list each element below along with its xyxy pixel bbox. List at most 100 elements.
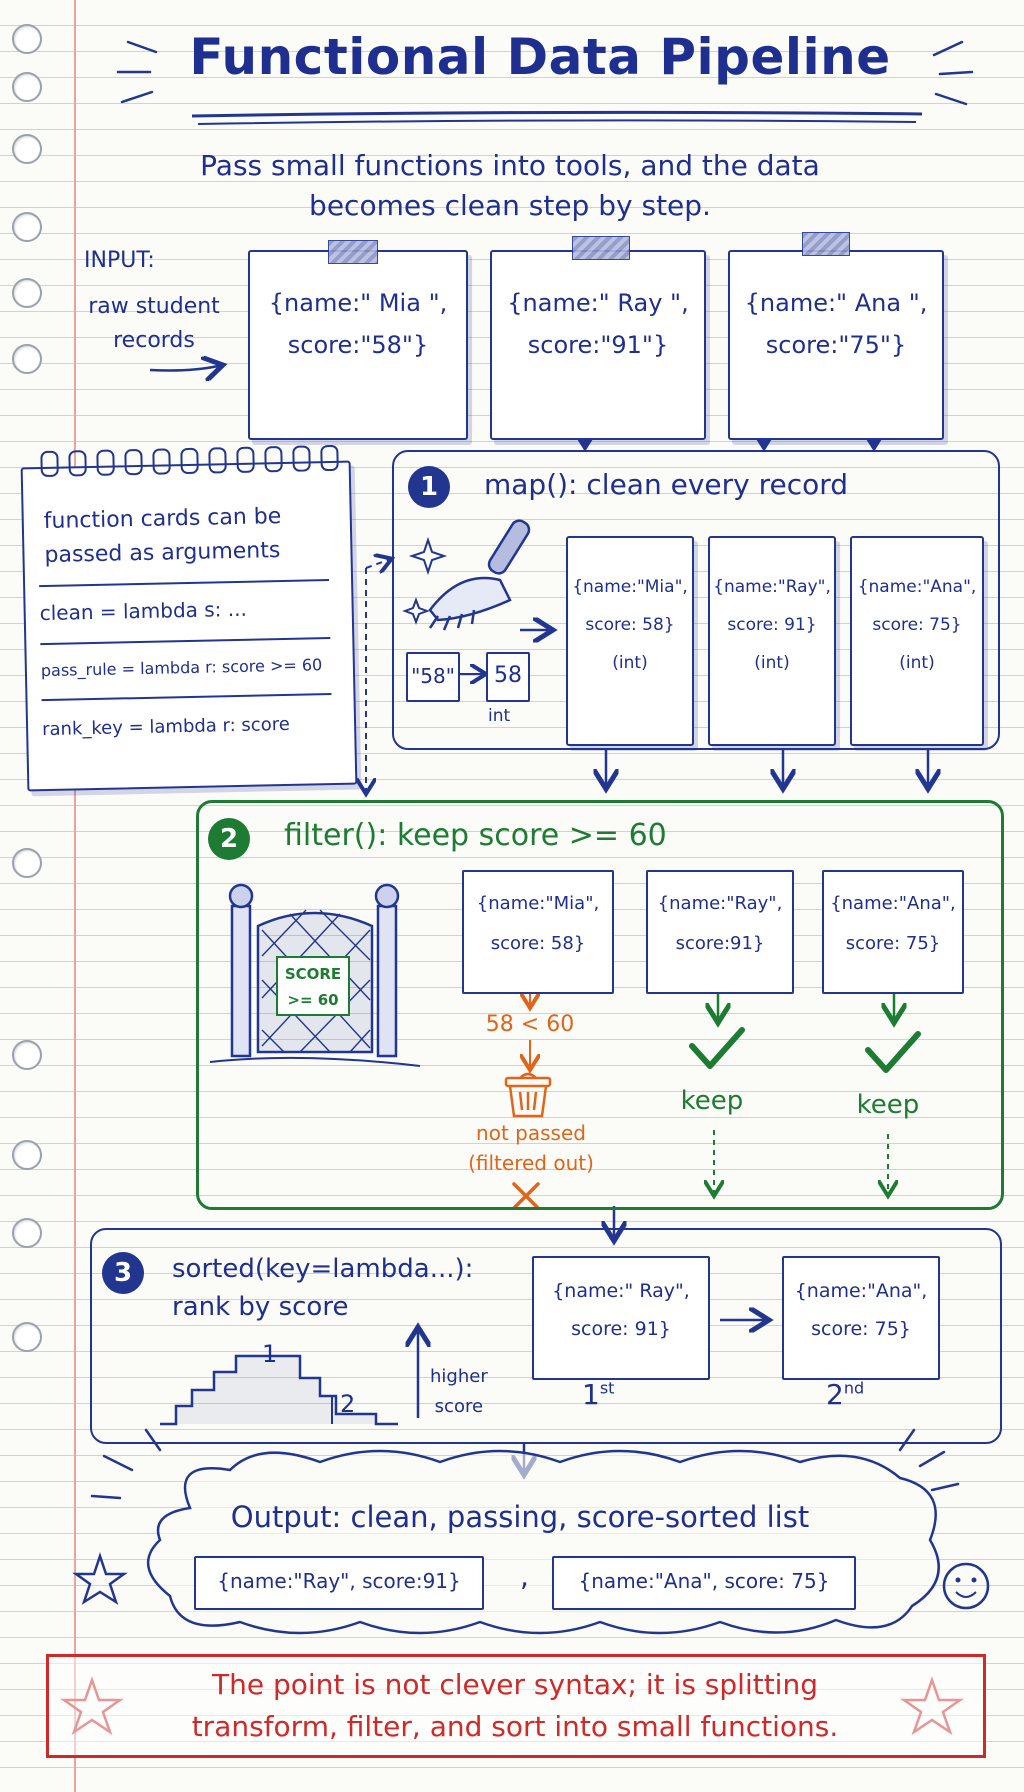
binder-hole: [12, 212, 42, 242]
gate-sign-line: >= 60: [287, 991, 339, 1009]
gate-sign: SCORE >= 60: [276, 956, 350, 1016]
output-separator: ,: [520, 1560, 529, 1593]
record-line: {name:"Mia",: [476, 893, 600, 914]
record-line: {name:" Ana ",: [744, 289, 928, 317]
rank-suffix: nd: [843, 1378, 865, 1398]
rank-number: 2: [826, 1378, 844, 1411]
convert-type-label: int: [488, 706, 511, 726]
filter-panel: [196, 800, 1004, 1210]
sorted-title-line: sorted(key=lambda...):: [172, 1254, 474, 1284]
reject-label: not passed (filtered out): [456, 1118, 606, 1178]
gate-sign-line: SCORE: [284, 965, 342, 983]
map-title: map(): clean every record: [484, 468, 849, 501]
binder-hole: [12, 24, 42, 54]
divider: [41, 693, 332, 702]
record-line: {name:"Ray",: [713, 577, 831, 597]
binder-hole: [12, 344, 42, 374]
output-title: Output: clean, passing, score-sorted lis…: [230, 1500, 810, 1534]
podium-second-label: 2: [340, 1390, 356, 1418]
sorted-title: sorted(key=lambda...): rank by score: [172, 1250, 473, 1326]
record-line: {name:"Ana",: [830, 893, 956, 914]
record-line: score: 75}: [811, 1318, 911, 1340]
record-line: score: 91}: [727, 615, 817, 635]
sorted-title-line: rank by score: [172, 1292, 349, 1322]
function-cards-notepad: function cards can be passed as argument…: [20, 444, 358, 792]
binder-hole: [12, 848, 42, 878]
footer-text: The point is not clever syntax; it is sp…: [120, 1664, 910, 1748]
record-line: score: 75}: [872, 615, 962, 635]
filter-step-badge: 2: [208, 818, 250, 860]
filter-record-card: {name:"Ray", score:91}: [646, 870, 794, 994]
input-label: INPUT:: [84, 248, 155, 273]
binder-hole: [12, 1140, 42, 1170]
record-line: score:91}: [675, 933, 765, 954]
filter-title: filter(): keep score >= 60: [284, 818, 667, 853]
podium-first-label: 1: [262, 1340, 278, 1368]
reject-label-line: (filtered out): [468, 1151, 594, 1175]
cards-heading: function cards can be passed as argument…: [43, 500, 282, 573]
sorted-record-card: {name:" Ray", score: 91}: [532, 1256, 710, 1380]
subtitle: Pass small functions into tools, and the…: [120, 146, 900, 226]
reject-reason: 58 < 60: [485, 1012, 575, 1037]
cards-heading-line: function cards can be: [43, 504, 282, 535]
record-line: {name:" Mia ",: [268, 289, 448, 317]
input-record-card: {name:" Ana ", score:"75"}: [728, 250, 944, 440]
record-line: score: 58}: [490, 933, 586, 954]
sorted-record-card: {name:"Ana", score: 75}: [782, 1256, 940, 1380]
input-record-card: {name:" Mia ", score:"58"}: [248, 250, 468, 440]
rank-second: 2nd: [826, 1378, 864, 1411]
record-line: score: 91}: [571, 1318, 671, 1340]
keep-label: keep: [680, 1086, 744, 1116]
map-record-card: {name:"Mia", score: 58} (int): [566, 536, 694, 746]
divider: [39, 579, 330, 588]
cards-heading-line: passed as arguments: [44, 538, 281, 569]
sorted-panel: [90, 1228, 1002, 1444]
record-line: {name:" Ray",: [552, 1280, 690, 1302]
binder-hole: [12, 1218, 42, 1248]
filter-record-card: {name:"Mia", score: 58}: [462, 870, 614, 994]
tape-strip: [802, 232, 850, 256]
rank-first: 1st: [582, 1378, 614, 1411]
page-title: Functional Data Pipeline: [189, 28, 891, 86]
record-type: (int): [899, 653, 935, 673]
binder-hole: [12, 72, 42, 102]
output-item: {name:"Ray", score:91}: [194, 1556, 484, 1610]
record-line: score:"58"}: [287, 331, 429, 359]
divider: [40, 637, 331, 646]
function-card-pass-rule: pass_rule = lambda r: score >= 60: [40, 655, 323, 681]
function-card-clean: clean = lambda s: ...: [39, 596, 248, 626]
binder-hole: [12, 278, 42, 308]
filter-record-card: {name:"Ana", score: 75}: [822, 870, 964, 994]
sorted-step-badge: 3: [102, 1252, 144, 1294]
convert-to-value: 58: [486, 652, 530, 702]
record-type: (int): [754, 653, 790, 673]
reject-label-line: not passed: [476, 1121, 586, 1145]
record-line: {name:"Ray",: [657, 893, 783, 914]
binder-hole: [12, 1322, 42, 1352]
record-type: (int): [612, 653, 648, 673]
subtitle-line: becomes clean step by step.: [309, 189, 711, 222]
function-card-rank-key: rank_key = lambda r: score: [41, 713, 291, 741]
record-line: {name:"Mia",: [572, 577, 688, 597]
rank-suffix: st: [599, 1378, 615, 1398]
record-line: {name:"Ana",: [857, 577, 977, 597]
higher-score-label: higher score: [430, 1362, 488, 1422]
map-step-badge: 1: [408, 466, 450, 508]
footer-callout: [46, 1654, 986, 1758]
input-description: raw student records: [84, 290, 224, 358]
record-line: score: 75}: [845, 933, 941, 954]
footer-line: The point is not clever syntax; it is sp…: [212, 1668, 818, 1701]
higher-score-line: score: [434, 1396, 484, 1417]
binder-hole: [12, 134, 42, 164]
tape-strip: [572, 236, 630, 260]
record-line: score:"75"}: [765, 331, 907, 359]
tape-strip: [328, 240, 378, 264]
higher-score-line: higher: [430, 1366, 488, 1387]
map-panel: [392, 450, 1000, 750]
output-item: {name:"Ana", score: 75}: [552, 1556, 856, 1610]
record-line: {name:"Ana",: [794, 1280, 928, 1302]
input-description-line: raw student: [88, 294, 220, 319]
input-record-card: {name:" Ray ", score:"91"}: [490, 250, 706, 440]
input-description-line: records: [113, 328, 195, 353]
record-line: score: 58}: [585, 615, 675, 635]
